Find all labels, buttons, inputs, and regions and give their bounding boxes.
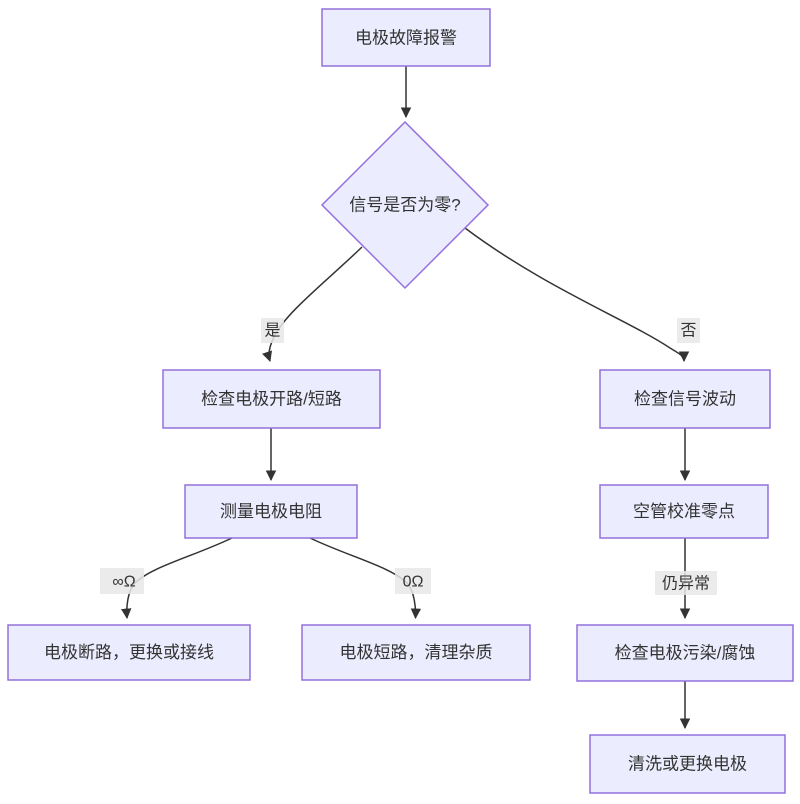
node-check-fluctuation-box (599, 369, 771, 429)
node-open-circuit-label: 电极断路，更换或接线 (44, 643, 214, 662)
node-open-circuit: 电极断路，更换或接线 (7, 624, 251, 681)
node-short-circuit-label: 电极短路，清理杂质 (340, 643, 493, 662)
node-check-fluctuation-label: 检查信号波动 (634, 390, 736, 409)
node-decision-label: 信号是否为零? (349, 196, 460, 215)
node-check-open-short: 检查电极开路/短路 (162, 369, 381, 429)
edge-label-yes-text: 是 (264, 323, 280, 340)
node-alarm-label: 电极故障报警 (355, 29, 457, 48)
node-decision-diamond (320, 120, 490, 290)
edge-label-no-text: 否 (680, 323, 696, 340)
edge-label-infinite-ohm-text: ∞Ω (112, 574, 135, 591)
node-empty-pipe-zero-label: 空管校准零点 (633, 502, 735, 521)
node-clean-replace-label: 清洗或更换电极 (628, 755, 747, 774)
node-open-circuit-box (7, 624, 251, 681)
node-measure-resistance-label: 测量电极电阻 (220, 502, 322, 521)
node-alarm-box (321, 8, 491, 67)
node-check-pollution-box (576, 624, 794, 682)
edge-decision-to-check-fluctuation (464, 227, 690, 363)
edge-decision-to-check-open-short (262, 246, 363, 362)
edge-label-infinite-ohm-bg (100, 568, 144, 594)
node-clean-replace-box (589, 734, 786, 794)
edge-label-yes-bg (261, 318, 284, 343)
node-measure-resistance: 测量电极电阻 (184, 484, 358, 539)
edge-label-still-abnormal-text: 仍异常 (662, 575, 710, 593)
node-short-circuit: 电极短路，清理杂质 (301, 624, 531, 681)
edge-label-zero-ohm-bg (395, 568, 431, 594)
node-alarm: 电极故障报警 (321, 8, 491, 67)
edge-label-no-bg (677, 318, 700, 343)
edge-label-yes: 是 (261, 318, 284, 343)
edge-label-infinite-ohm: ∞Ω (100, 568, 144, 594)
node-check-fluctuation: 检查信号波动 (599, 369, 771, 429)
node-clean-replace: 清洗或更换电极 (589, 734, 786, 794)
edge-label-still-abnormal: 仍异常 (655, 571, 717, 595)
edge-labels-layer: 是 否 ∞Ω 0Ω 仍异常 (100, 318, 717, 595)
edge-label-zero-ohm: 0Ω (395, 568, 431, 594)
edge-label-no: 否 (677, 318, 700, 343)
node-empty-pipe-zero-box (599, 484, 769, 539)
node-check-open-short-box (162, 369, 381, 429)
node-check-pollution: 检查电极污染/腐蚀 (576, 624, 794, 682)
node-empty-pipe-zero: 空管校准零点 (599, 484, 769, 539)
node-decision-signal-zero: 信号是否为零? (320, 120, 490, 290)
edge-label-zero-ohm-text: 0Ω (403, 574, 424, 591)
node-short-circuit-box (301, 624, 531, 681)
node-measure-resistance-box (184, 484, 358, 539)
edge-label-still-abnormal-bg (655, 571, 717, 595)
node-check-open-short-label: 检查电极开路/短路 (201, 390, 342, 409)
node-check-pollution-label: 检查电极污染/腐蚀 (615, 644, 756, 663)
nodes-layer: 电极故障报警 信号是否为零? 检查电极开路/短路 测量电极电阻 电极断路，更换或… (7, 8, 794, 794)
